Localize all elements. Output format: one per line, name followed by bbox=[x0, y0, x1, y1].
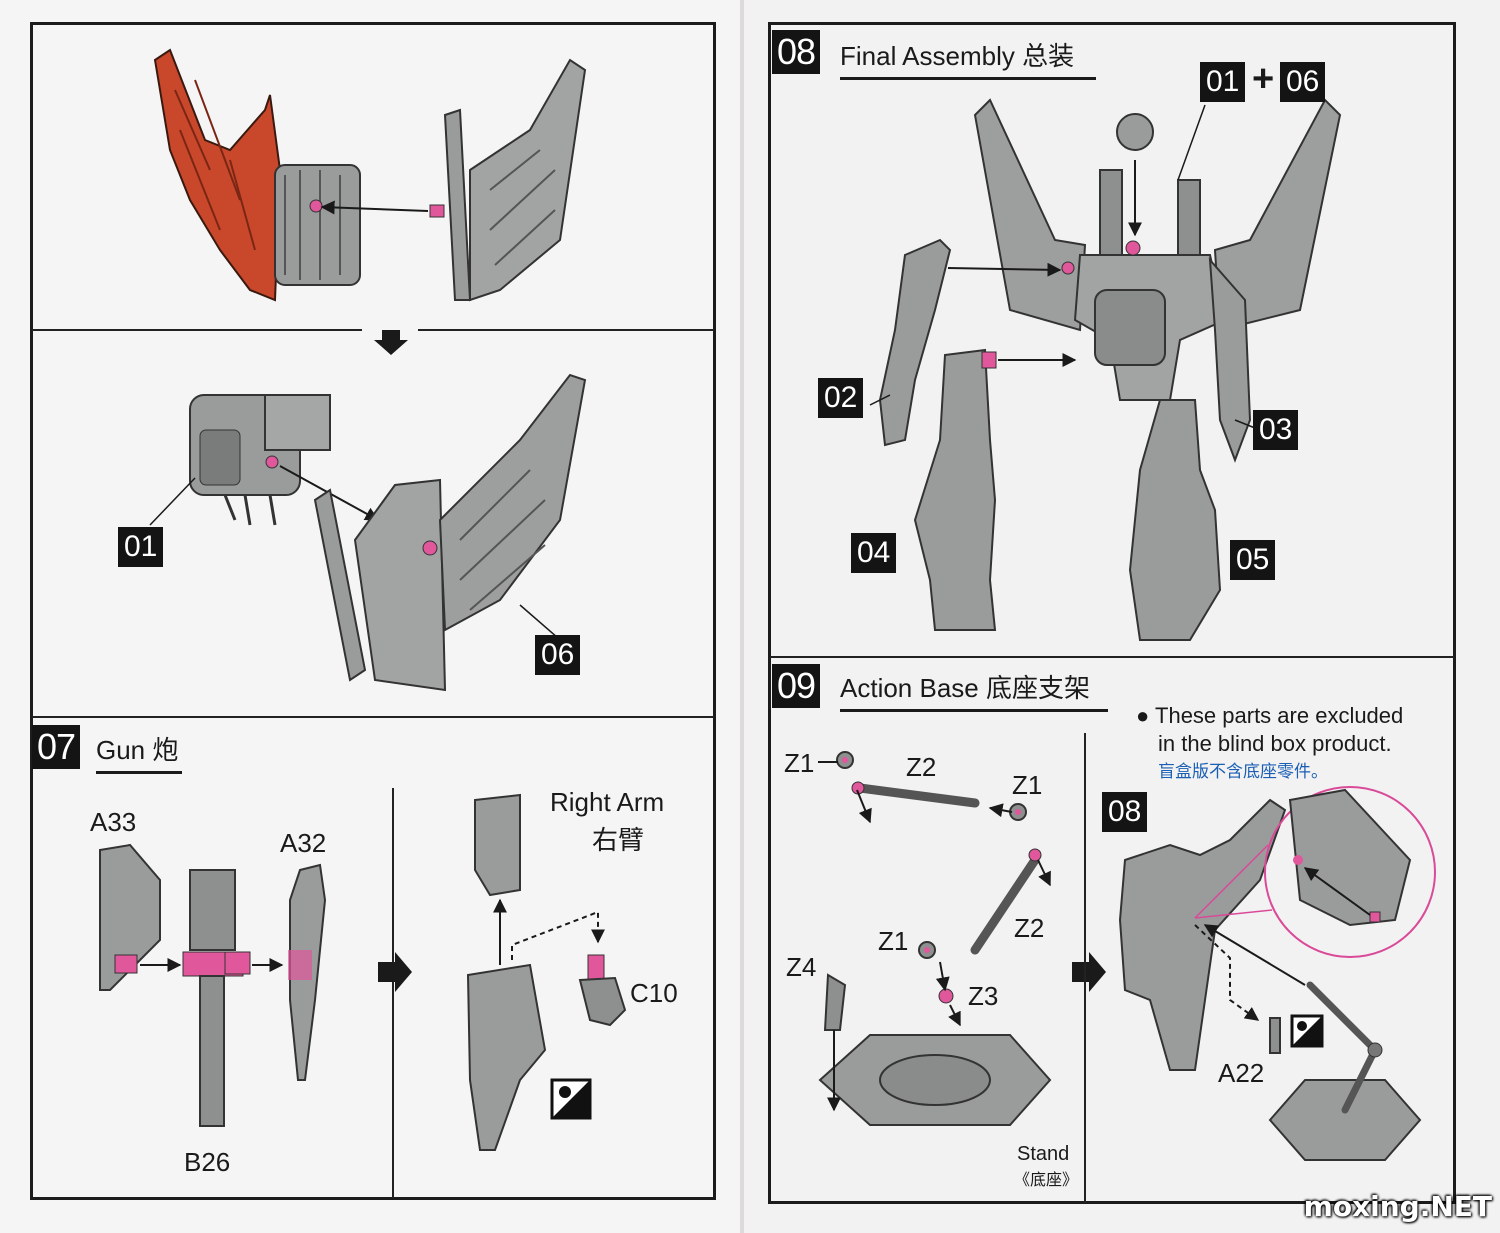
red-wing-part bbox=[153, 48, 282, 302]
step09-number: 09 bbox=[772, 664, 821, 708]
combo-right-label: 06 bbox=[1280, 62, 1326, 102]
stand-label-en: Stand bbox=[1017, 1143, 1070, 1165]
part-a22-piece bbox=[1269, 1017, 1281, 1054]
label-b26: B26 bbox=[184, 1147, 231, 1177]
wing-assembly-part bbox=[313, 373, 587, 692]
label-z3: Z3 bbox=[968, 981, 999, 1011]
step07-number: 07 bbox=[32, 725, 81, 769]
part-b26 bbox=[182, 869, 251, 1127]
note-line-cn: 盲盒版不含底座零件。 bbox=[1158, 762, 1328, 781]
left-divider-2 bbox=[32, 716, 714, 718]
right-arm-lower bbox=[466, 963, 547, 1151]
right-arm-label-en: Right Arm bbox=[550, 787, 665, 817]
note-line-1: ● These parts are excluded bbox=[1136, 702, 1446, 730]
head-part bbox=[1116, 113, 1154, 151]
label-z1-c: Z1 bbox=[878, 926, 909, 956]
no-glue-icon-2 bbox=[1290, 1014, 1324, 1048]
step09-right-arrow bbox=[1072, 952, 1106, 992]
blind-box-note: ● These parts are excluded in the blind … bbox=[1136, 702, 1446, 786]
step07-title: Gun 炮 bbox=[96, 730, 182, 774]
label-02: 02 bbox=[818, 378, 864, 418]
step09-title: Action Base 底座支架 bbox=[840, 668, 1108, 712]
note-line-2: in the blind box product. bbox=[1136, 730, 1446, 758]
part-a33 bbox=[99, 843, 161, 991]
right-frame bbox=[768, 22, 1456, 1204]
part-a32 bbox=[288, 863, 327, 1081]
label-a33: A33 bbox=[90, 807, 137, 837]
label-c10: C10 bbox=[630, 978, 678, 1008]
watermark: moxing.NET bbox=[1303, 1190, 1492, 1223]
label-z2-a: Z2 bbox=[906, 752, 937, 782]
no-glue-icon bbox=[550, 1078, 592, 1120]
label-z4: Z4 bbox=[786, 952, 817, 982]
note-line-1-text: These parts are excluded bbox=[1155, 703, 1404, 728]
label-z1-b: Z1 bbox=[1012, 770, 1043, 800]
stand-parts bbox=[818, 751, 1052, 1126]
note-line-2-text: in the blind box product. bbox=[1158, 731, 1392, 756]
label-01-top: 01 bbox=[118, 527, 164, 567]
label-03: 03 bbox=[1253, 410, 1299, 450]
part-c10-hand bbox=[578, 954, 627, 1027]
label-z2-b: Z2 bbox=[1014, 913, 1045, 943]
robot-on-stand bbox=[1118, 798, 1422, 1161]
right-arm-label-cn: 右臂 bbox=[592, 825, 645, 855]
step08-title: Final Assembly 总装 bbox=[840, 36, 1096, 80]
label-04: 04 bbox=[851, 533, 897, 573]
robot-body-part bbox=[973, 98, 1342, 641]
combo-plus: + bbox=[1252, 58, 1275, 100]
label-a32: A32 bbox=[280, 828, 327, 858]
label-a22: A22 bbox=[1218, 1058, 1265, 1088]
step09-divider bbox=[1084, 733, 1086, 1203]
backpack-core-part bbox=[274, 164, 361, 286]
label-z1-a: Z1 bbox=[784, 748, 815, 778]
label-06-top: 06 bbox=[535, 635, 581, 675]
label-08-ref: 08 bbox=[1102, 792, 1148, 832]
zoom-circle bbox=[1194, 786, 1436, 958]
left-leg-part bbox=[913, 348, 997, 631]
label-05: 05 bbox=[1230, 540, 1276, 580]
left-divider-1b bbox=[418, 329, 714, 331]
step07-right-arrow bbox=[378, 952, 412, 992]
step08-number: 08 bbox=[772, 30, 821, 74]
down-arrow bbox=[374, 330, 408, 355]
left-frame bbox=[30, 22, 716, 1200]
gray-wing-part-top bbox=[429, 58, 587, 302]
combo-left-label: 01 bbox=[1200, 62, 1246, 102]
right-divider bbox=[770, 656, 1454, 658]
step07-divider bbox=[392, 788, 394, 1198]
page-fold bbox=[740, 0, 744, 1233]
left-arm-part bbox=[878, 238, 952, 447]
left-divider-1 bbox=[32, 329, 362, 331]
bullet-icon: ● bbox=[1136, 703, 1156, 728]
cockpit-part bbox=[189, 394, 331, 526]
right-arm-upper bbox=[474, 793, 521, 897]
stand-label-cn: 《底座》 bbox=[1014, 1172, 1079, 1189]
